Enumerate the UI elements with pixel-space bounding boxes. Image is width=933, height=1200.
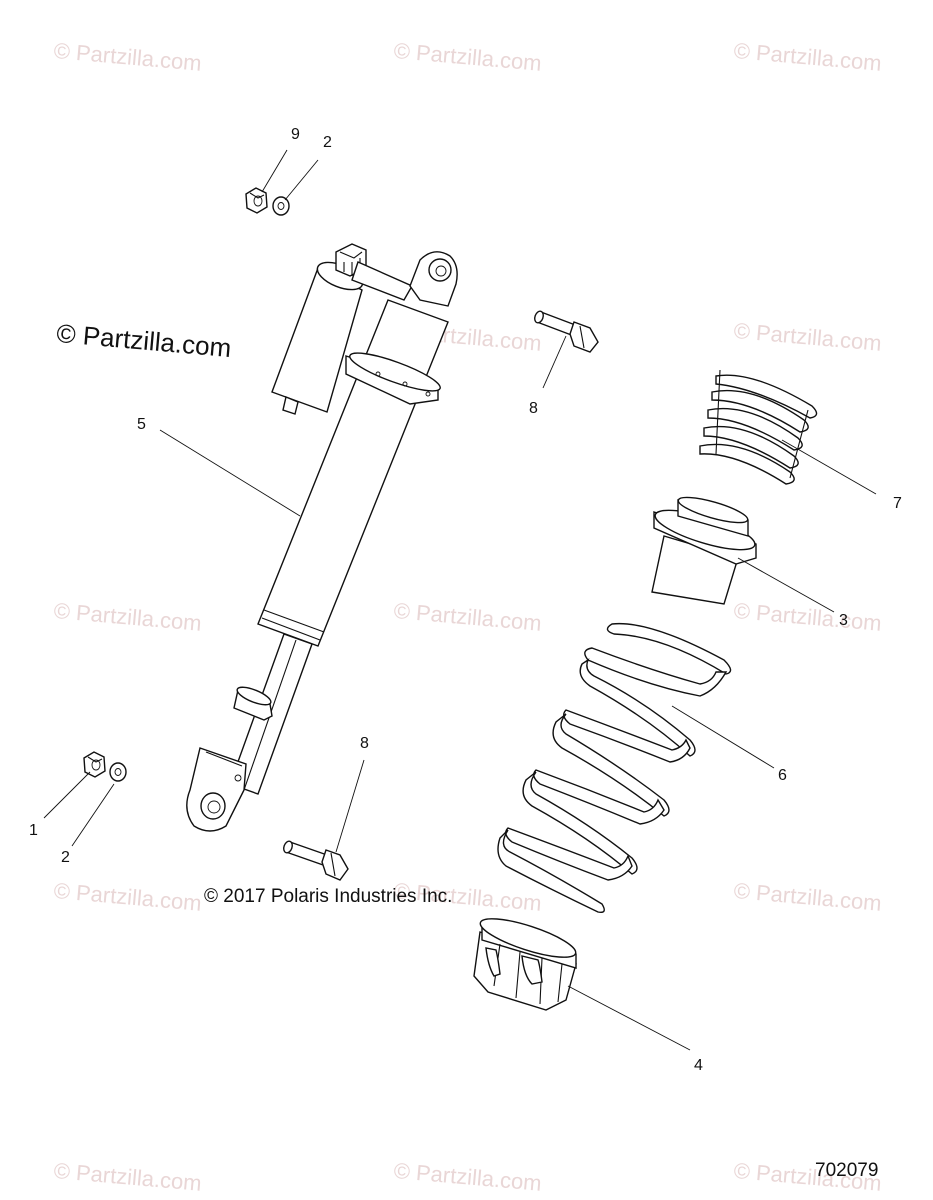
- callout-5: 5: [137, 416, 146, 433]
- middle-bolt-part-8: [283, 840, 349, 881]
- top-nut-part-9: [245, 187, 268, 214]
- top-bolt-part-8: [534, 310, 599, 353]
- callout-2-top: 2: [323, 134, 332, 151]
- spring-boot-part-7: [699, 369, 818, 485]
- callout-9: 9: [291, 126, 300, 143]
- callout-6: 6: [778, 767, 787, 784]
- callout-3: 3: [839, 612, 848, 629]
- top-washer-part-2: [272, 196, 290, 216]
- document-number: 702079: [815, 1160, 879, 1181]
- callout-8-top: 8: [529, 400, 538, 417]
- bottom-washer-part-2: [109, 762, 127, 782]
- callout-4: 4: [694, 1057, 703, 1074]
- coil-spring-part-6: [497, 622, 732, 914]
- callout-7: 7: [893, 495, 902, 512]
- callout-8-mid: 8: [360, 735, 369, 752]
- callout-1: 1: [29, 822, 38, 839]
- leader-lines: [43, 149, 877, 1051]
- spring-retainer-part-3: [651, 496, 757, 605]
- copyright-notice: © 2017 Polaris Industries Inc.: [204, 886, 453, 907]
- callout-2-bottom: 2: [61, 849, 70, 866]
- lower-spring-seat-part-4: [473, 918, 577, 1011]
- shock-absorber-part-5: [186, 243, 458, 832]
- bottom-nut-part-1: [83, 751, 106, 778]
